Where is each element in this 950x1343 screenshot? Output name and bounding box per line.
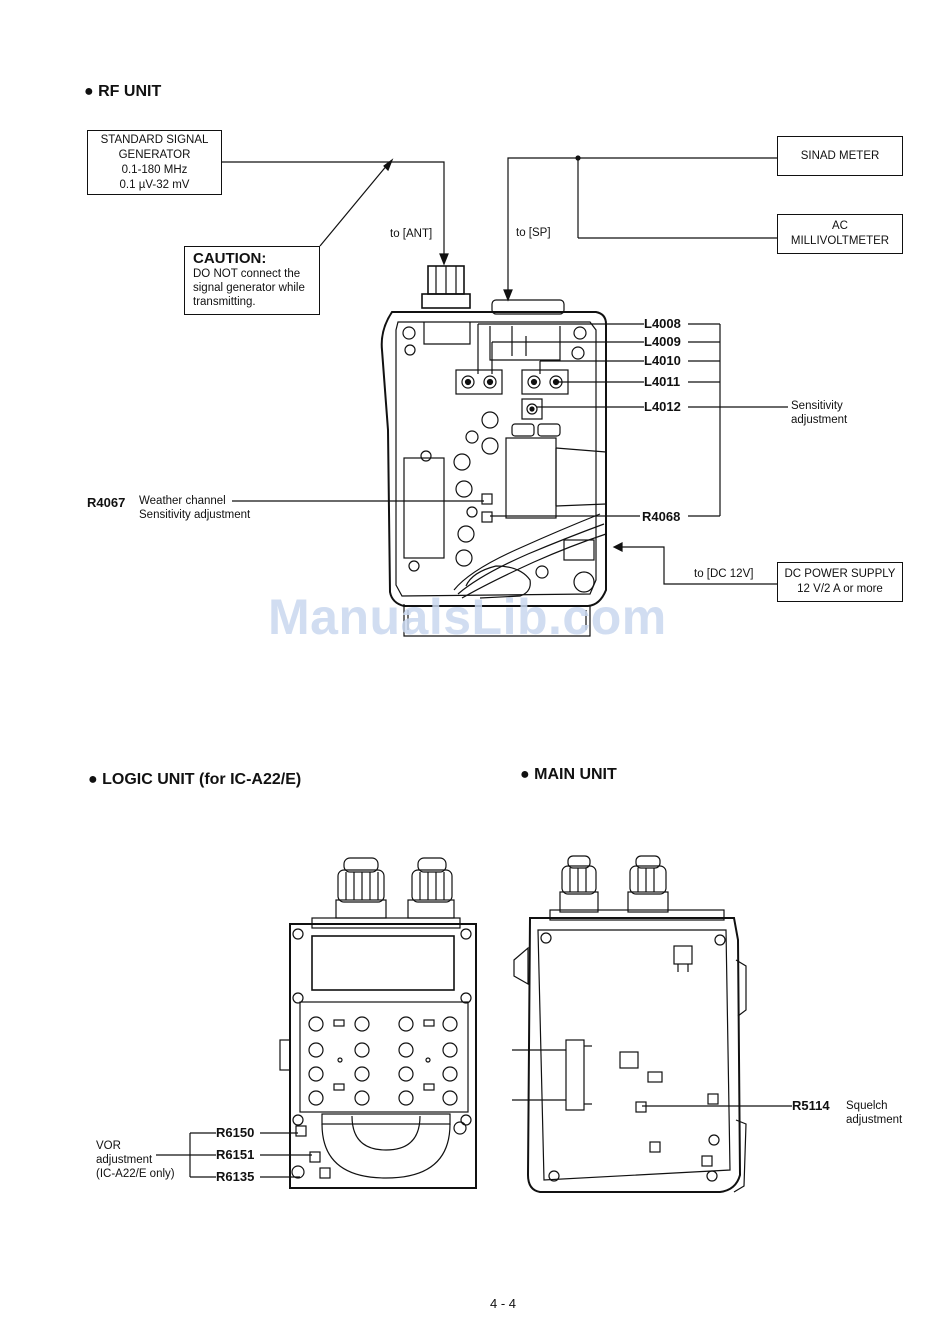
r6150-label: R6150 (216, 1125, 255, 1140)
squelch-line: adjustment (846, 1114, 903, 1126)
signal-generator-line: GENERATOR (118, 149, 191, 161)
r6135-label: R6135 (216, 1169, 255, 1184)
logic-unit-heading: ● LOGIC UNIT (for IC-A22/E) (88, 771, 301, 789)
main-unit-title: MAIN UNIT (534, 766, 617, 783)
sensitivity-adjustment-label: Sensitivity adjustment (791, 399, 847, 427)
squelch-line: Squelch (846, 1100, 888, 1112)
vor-line: adjustment (96, 1154, 153, 1166)
rf-unit-board (380, 265, 607, 637)
vor-line: VOR (96, 1140, 121, 1152)
caution-title: CAUTION: (193, 250, 267, 267)
caution-line: transmitting. (193, 296, 256, 308)
r4068-label: R4068 (642, 509, 681, 524)
signal-generator-line: STANDARD SIGNAL (100, 134, 209, 146)
to-ant-label: to [ANT] (390, 228, 433, 240)
caution-line: signal generator while (193, 282, 305, 294)
caution-line: DO NOT connect the (193, 268, 301, 280)
vor-adjustment-label: VOR adjustment (IC-A22/E only) (96, 1139, 175, 1181)
bullet: ● (84, 83, 99, 100)
bullet: ● (520, 766, 535, 783)
r6151-label: R6151 (216, 1147, 255, 1162)
r5114-label: R5114 (792, 1098, 830, 1113)
bullet: ● (88, 771, 103, 788)
ac-millivoltmeter-line: MILLIVOLTMETER (790, 235, 890, 247)
ac-millivoltmeter-line: AC (832, 220, 848, 232)
rf-unit-heading: ● RF UNIT (84, 83, 161, 101)
weather-channel-label: Weather channel Sensitivity adjustment (139, 494, 250, 522)
to-sp-label: to [SP] (516, 227, 551, 239)
coil-l4012-label: L4012 (644, 399, 681, 414)
coil-l4009-label: L4009 (644, 334, 681, 349)
ac-millivoltmeter-box: AC MILLIVOLTMETER (777, 214, 903, 254)
sensitivity-line: Sensitivity (791, 400, 843, 412)
dc-power-supply-box: DC POWER SUPPLY 12 V/2 A or more (777, 562, 903, 602)
main-unit-board (512, 855, 747, 1193)
sinad-meter-label: SINAD METER (800, 150, 880, 162)
coil-l4010-label: L4010 (644, 353, 681, 368)
coil-l4008-label: L4008 (644, 316, 681, 331)
sinad-meter-box: SINAD METER (777, 136, 903, 176)
signal-generator-line: 0.1-180 MHz (121, 164, 188, 176)
sensitivity-line: adjustment (791, 414, 848, 426)
rf-unit-title: RF UNIT (98, 83, 162, 100)
dc-power-supply-line: DC POWER SUPPLY (784, 568, 896, 580)
caution-box: CAUTION: DO NOT connect the signal gener… (184, 246, 320, 315)
squelch-adjustment-label: Squelch adjustment (846, 1099, 902, 1127)
page-number: 4 - 4 (490, 1296, 517, 1311)
signal-generator-box: STANDARD SIGNAL GENERATOR 0.1-180 MHz 0.… (87, 130, 222, 195)
weather-channel-line: Weather channel (139, 495, 226, 507)
to-dc-label: to [DC 12V] (694, 568, 754, 580)
weather-channel-line: Sensitivity adjustment (139, 509, 251, 521)
r4067-label: R4067 (87, 495, 126, 510)
logic-unit-board (279, 857, 477, 1189)
logic-unit-title: LOGIC UNIT (for IC-A22/E) (102, 771, 302, 788)
main-unit-heading: ● MAIN UNIT (520, 766, 617, 784)
watermark: ManualsLib.com (268, 589, 667, 645)
dc-power-supply-line: 12 V/2 A or more (797, 583, 883, 595)
coil-l4011-label: L4011 (644, 374, 681, 389)
signal-generator-line: 0.1 µV-32 mV (119, 179, 190, 191)
vor-line: (IC-A22/E only) (96, 1168, 175, 1180)
